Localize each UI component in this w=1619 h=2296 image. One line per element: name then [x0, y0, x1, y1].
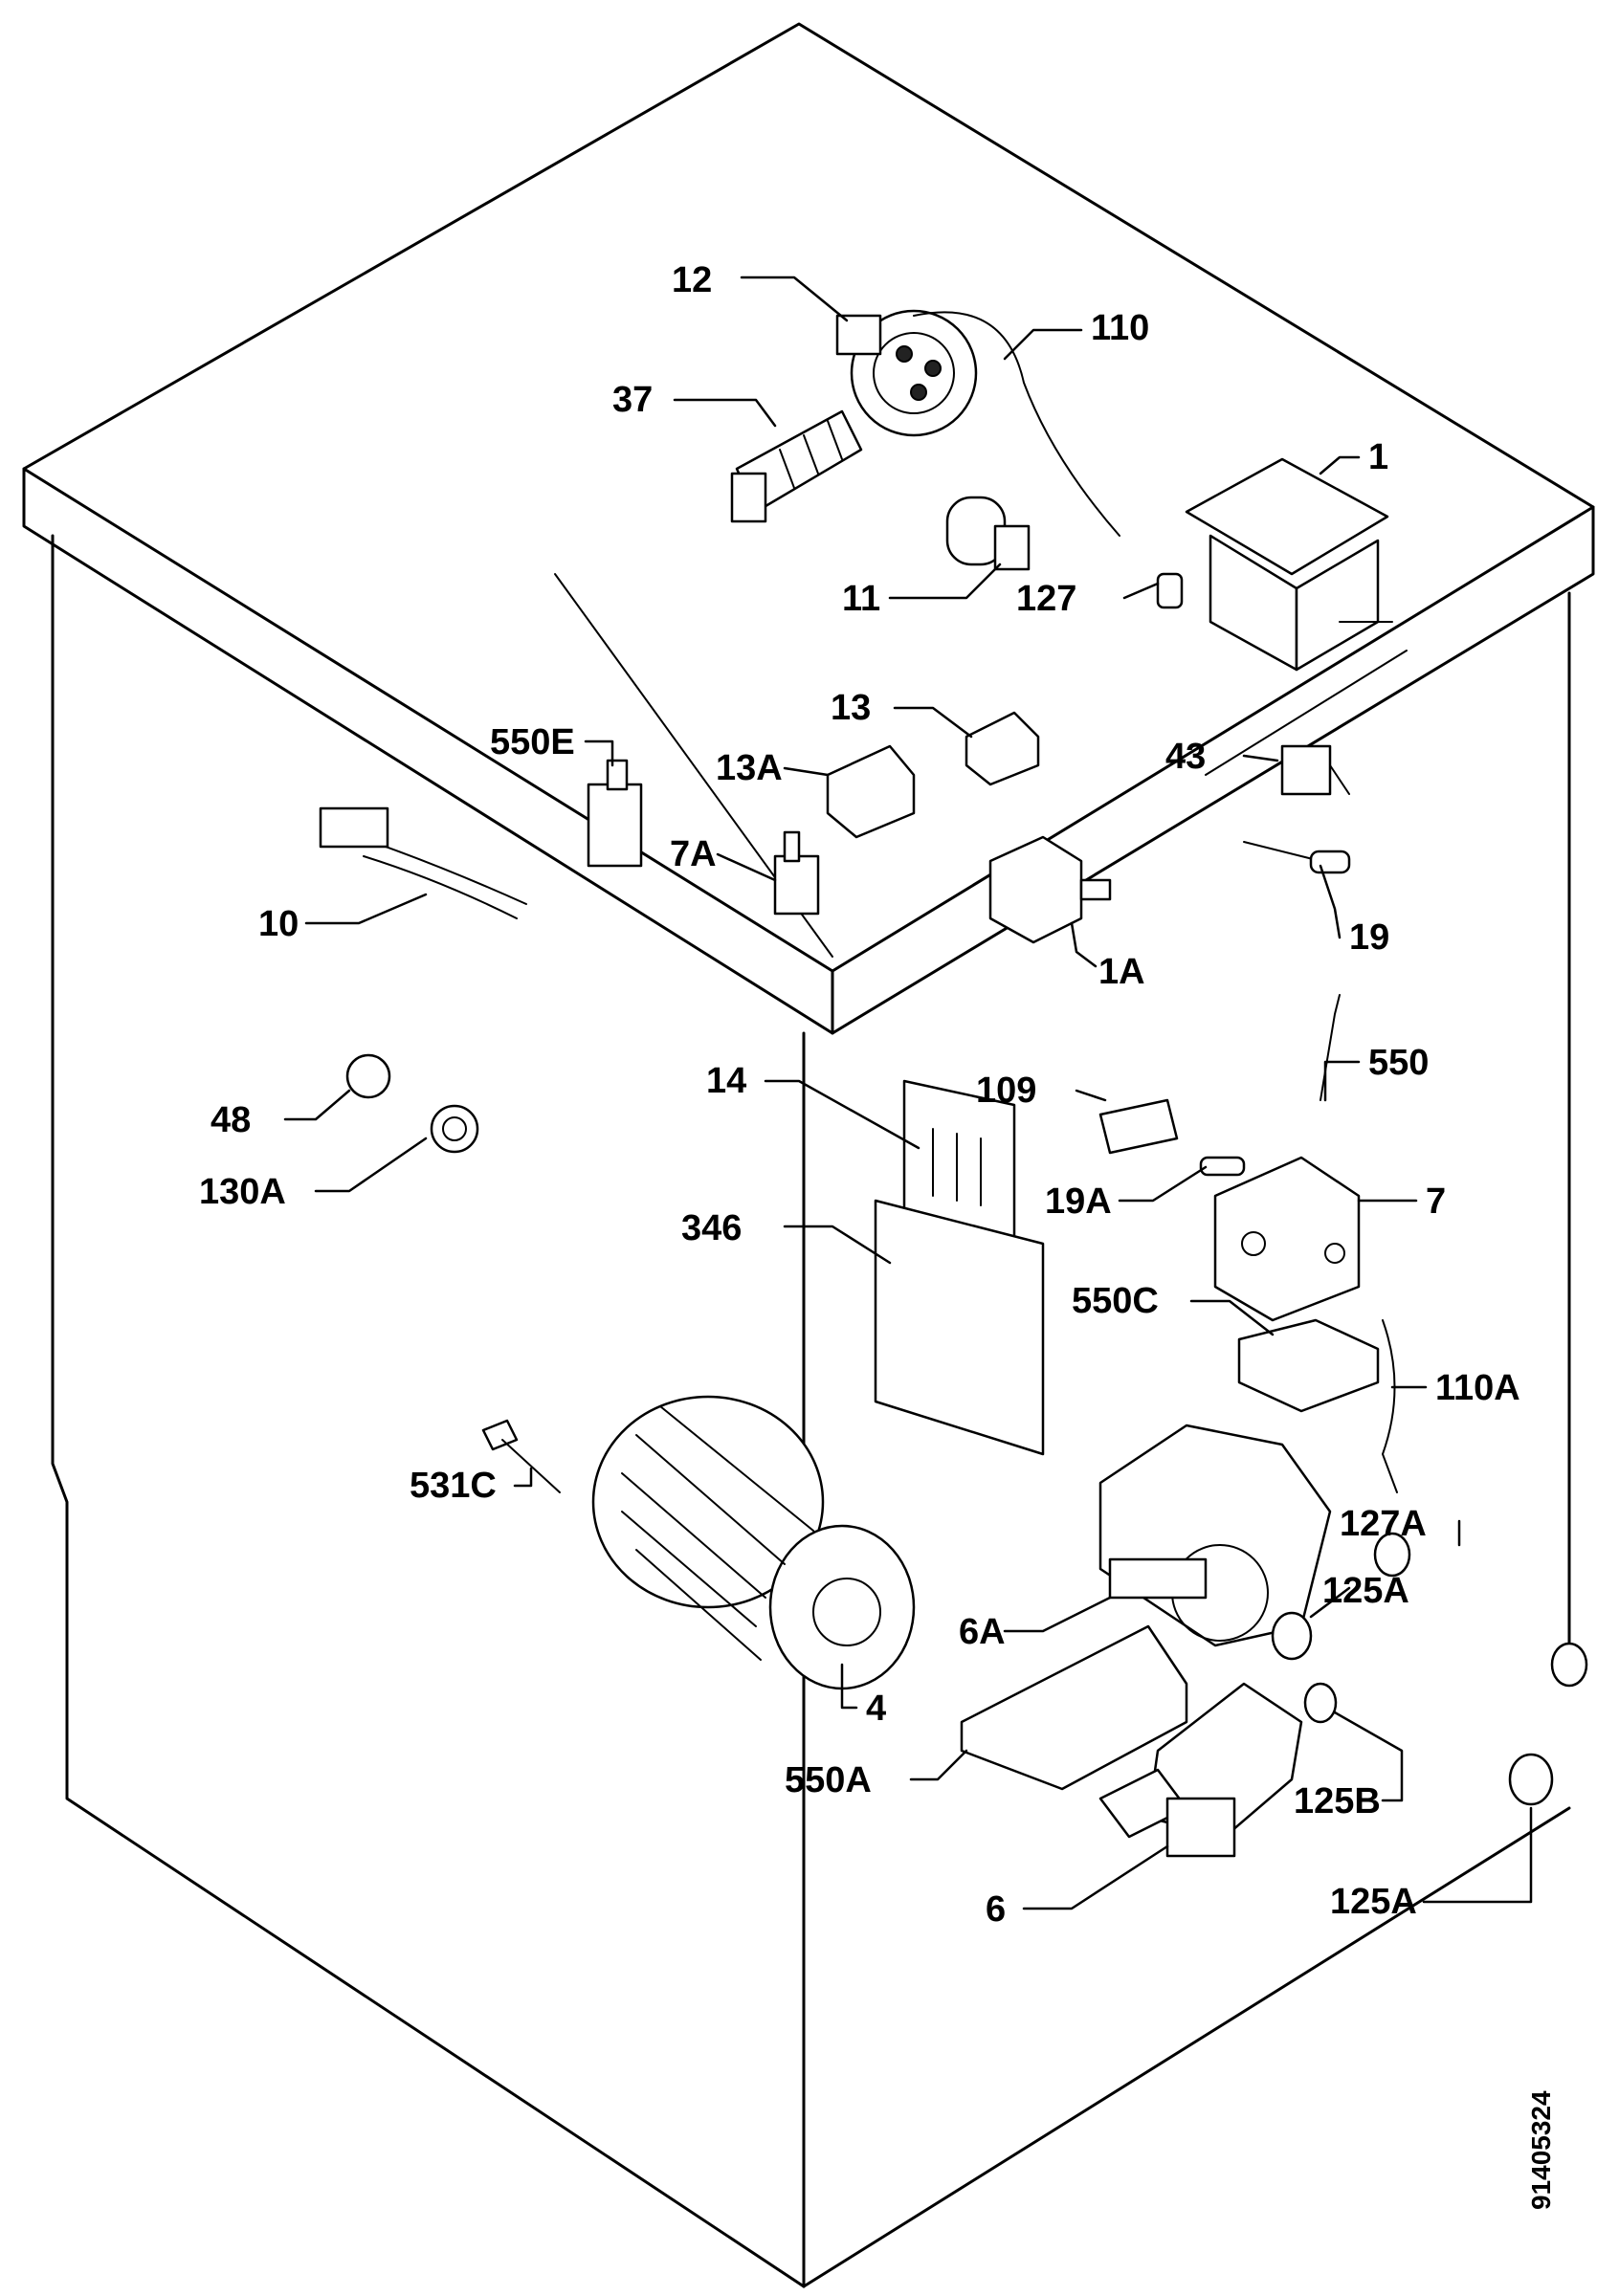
label-48: 48 — [211, 1100, 251, 1140]
label-550C: 550C — [1072, 1281, 1159, 1321]
label-43: 43 — [1165, 737, 1206, 777]
part-6-drain-pump — [1098, 1682, 1303, 1858]
label-13A: 13A — [716, 748, 783, 788]
label-110: 110 — [1091, 308, 1149, 348]
label-125A-top: 125A — [1322, 1571, 1409, 1611]
part-6A-pump-housing — [1098, 1424, 1332, 1647]
part-12-pressure-switch — [835, 309, 978, 437]
cabinet-outline — [22, 22, 1595, 2288]
part-19A-sensor — [1199, 1156, 1246, 1177]
part-346-filter-housing — [874, 1199, 1045, 1456]
part-125A-gasket-bottom — [1508, 1753, 1554, 1806]
label-13: 13 — [831, 688, 871, 728]
part-127A-pipe — [1373, 1532, 1588, 1688]
label-14: 14 — [706, 1061, 746, 1101]
part-1-programme-timer — [1185, 457, 1393, 672]
part-550-lever — [1320, 994, 1341, 1101]
part-48-pilot-lamp — [345, 1053, 391, 1099]
label-12: 12 — [672, 260, 712, 300]
part-125A-gasket-top — [1271, 1611, 1313, 1661]
leader-lines — [283, 276, 1533, 1910]
label-110A: 110A — [1435, 1368, 1520, 1408]
part-10-heating-element — [319, 806, 527, 919]
part-550E-bracket — [587, 759, 643, 868]
part-110-hose — [913, 311, 1120, 537]
part-1A-selector-switch — [988, 835, 1112, 944]
part-550C-bracket — [1237, 1318, 1380, 1413]
part-11-capacitor — [945, 496, 1031, 571]
label-6A: 6A — [959, 1612, 1006, 1652]
part-125B-gasket — [1303, 1682, 1338, 1724]
label-11: 11 — [842, 579, 880, 619]
label-1A: 1A — [1098, 952, 1145, 992]
label-550: 550 — [1368, 1043, 1429, 1083]
label-127A: 127A — [1340, 1504, 1427, 1544]
part-4-motor — [591, 1395, 916, 1690]
part-labels: 12 110 37 1 11 127 13 550E 13A 43 7A 10 … — [199, 260, 1520, 1930]
part-109-cap — [1098, 1098, 1179, 1155]
label-109: 109 — [976, 1071, 1036, 1111]
part-13A-connector — [826, 744, 916, 839]
label-550E: 550E — [490, 722, 575, 762]
part-7-door-lock — [1213, 1156, 1361, 1322]
part-43-switch — [1280, 744, 1350, 796]
part-550A-bracket — [960, 1624, 1188, 1791]
part-13-connector — [965, 711, 1040, 786]
label-7: 7 — [1426, 1181, 1446, 1222]
part-130A-component — [430, 1104, 479, 1154]
label-125B: 125B — [1294, 1781, 1381, 1821]
part-19-sensor — [1243, 841, 1351, 874]
part-531C-screw — [481, 1419, 561, 1493]
part-37-terminal-block — [730, 409, 863, 523]
label-531C: 531C — [410, 1466, 497, 1506]
label-550A: 550A — [785, 1760, 872, 1800]
label-6: 6 — [986, 1889, 1006, 1930]
label-4: 4 — [866, 1689, 886, 1729]
label-37: 37 — [612, 380, 653, 420]
part-127-nozzle — [1156, 572, 1184, 609]
label-346: 346 — [681, 1208, 742, 1248]
label-130A: 130A — [199, 1172, 286, 1212]
label-127: 127 — [1016, 579, 1076, 619]
label-1: 1 — [1368, 437, 1388, 477]
part-7A-microswitch — [773, 830, 820, 916]
label-10: 10 — [258, 904, 299, 944]
drawing-code: 91405324 — [1526, 2090, 1556, 2210]
part-110A-hose — [1382, 1319, 1398, 1493]
label-19A: 19A — [1045, 1181, 1112, 1222]
label-7A: 7A — [670, 834, 717, 874]
label-125A-bottom: 125A — [1330, 1882, 1417, 1922]
label-19: 19 — [1349, 917, 1389, 958]
